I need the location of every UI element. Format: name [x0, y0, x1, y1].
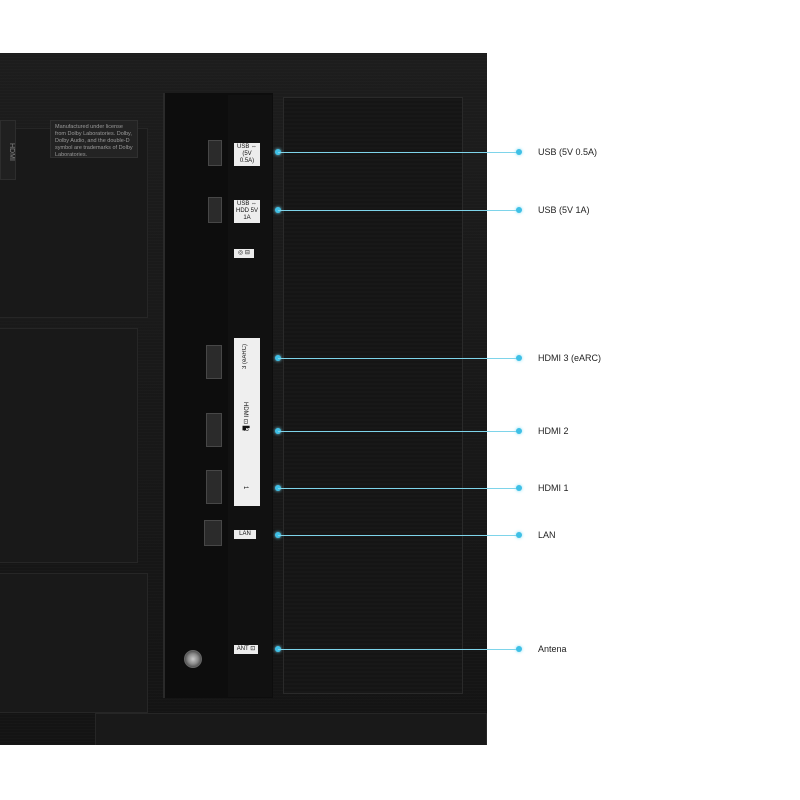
hdmi-label-plate: 3 (eARC) HDMI ⊡ ▙ 2 1: [234, 338, 260, 506]
dolby-license-sticker: Manufactured under license from Dolby La…: [50, 120, 138, 158]
leader-line-hdmi2: [278, 431, 519, 432]
lan-port: [204, 520, 222, 546]
rear-panel-base: [95, 713, 487, 745]
leader-end-dot-usb2: [516, 207, 522, 213]
hdmi-port-3: [206, 345, 222, 379]
usb-port-2: [208, 197, 222, 223]
hdmi-1-plate-label: 1: [242, 486, 248, 490]
callout-hdmi3: HDMI 3 (eARC): [538, 353, 602, 363]
leader-line-hdmi3: [278, 358, 519, 359]
callout-usb1: USB (5V 0.5A): [538, 147, 598, 157]
leader-end-dot-lan: [516, 532, 522, 538]
leader-line-lan: [278, 535, 519, 536]
callout-antena: Antena: [538, 644, 567, 654]
hdmi-logo-sticker: HDMI: [0, 120, 16, 180]
callout-hdmi1: HDMI 1: [538, 483, 569, 493]
leader-end-dot-hdmi3: [516, 355, 522, 361]
lan-port-label: LAN: [234, 530, 256, 539]
callout-usb2: USB (5V 1A): [538, 205, 590, 215]
leader-line-hdmi1: [278, 488, 519, 489]
hdmi-port-2: [206, 413, 222, 447]
callout-lan: LAN: [538, 530, 556, 540]
hdmi-3-plate-label: 3 (eARC): [242, 344, 248, 370]
leader-line-usb2: [278, 210, 519, 211]
leader-end-dot-antena: [516, 646, 522, 652]
hdmi-port-1: [206, 470, 222, 504]
hdmi-2-plate-label: 2: [242, 428, 248, 432]
leader-end-dot-hdmi1: [516, 485, 522, 491]
leader-line-antena: [278, 649, 519, 650]
rear-panel-lower-block: [0, 573, 148, 713]
hdmi-logo-plate-label: HDMI ⊡ ▙: [242, 402, 248, 431]
antenna-connector: [184, 650, 202, 668]
usb-port-2-label: USB ⇔ HDD 5V 1A: [234, 200, 260, 223]
callout-hdmi2: HDMI 2: [538, 426, 569, 436]
tv-rear-panel: Manufactured under license from Dolby La…: [0, 53, 487, 745]
ant-port-label: ANT ⊡: [234, 645, 258, 654]
usb-port-1: [208, 140, 222, 166]
leader-line-usb1: [278, 152, 519, 153]
usb-port-1-label: USB ⇔ (5V 0.5A): [234, 143, 260, 166]
vent-panel: [283, 97, 463, 694]
leader-end-dot-hdmi2: [516, 428, 522, 434]
rear-panel-middle-block: [0, 328, 138, 563]
rear-panel-upper-block: [0, 128, 148, 318]
leader-end-dot-usb1: [516, 149, 522, 155]
remote-port-label: ◎ ⊟: [234, 249, 254, 258]
